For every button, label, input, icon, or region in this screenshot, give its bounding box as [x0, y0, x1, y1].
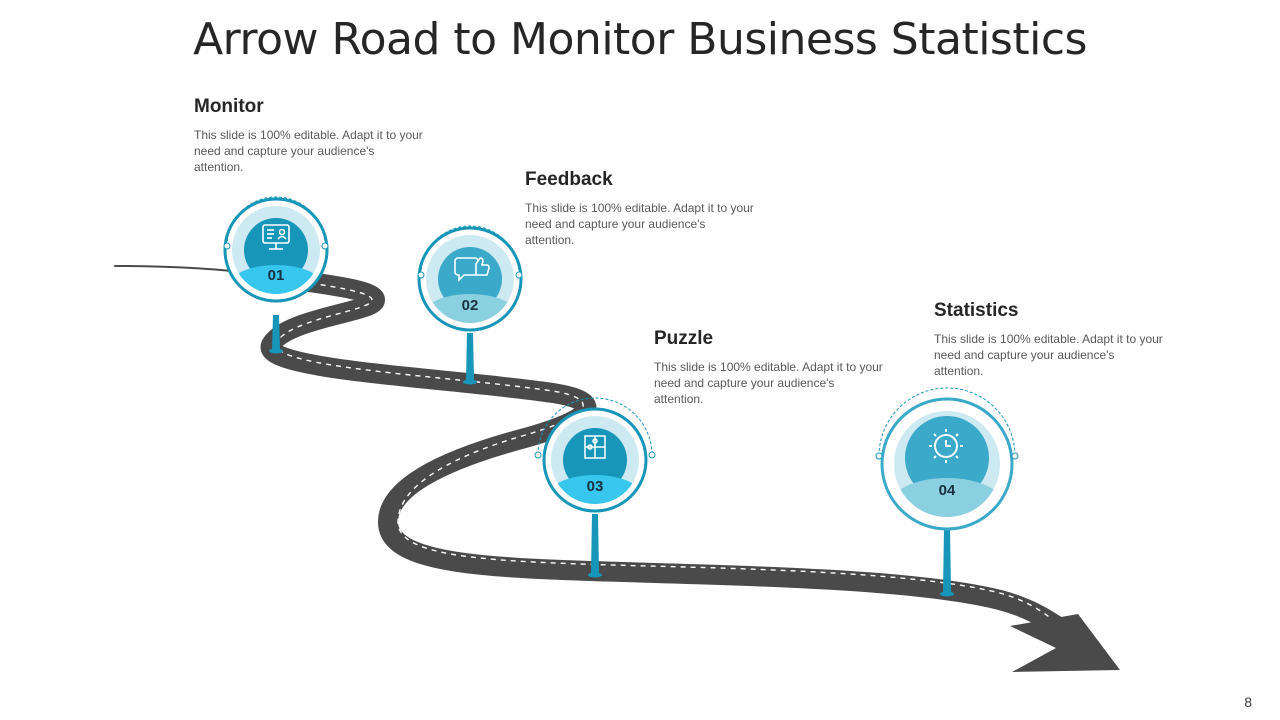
page-number: 8: [1244, 694, 1252, 710]
step-number-2: 02: [462, 297, 479, 314]
step-pin-3: 03: [534, 397, 656, 578]
thumbs-up-chat-icon: [454, 257, 490, 282]
step-heading-4: Statistics: [934, 300, 1019, 321]
road-path: [260, 267, 1070, 638]
step-heading-2: Feedback: [525, 169, 613, 190]
step-text-block-1: Monitor This slide is 100% editable. Ada…: [194, 96, 424, 175]
step-number-4: 04: [939, 482, 956, 499]
step-text-block-4: Statistics This slide is 100% editable. …: [934, 300, 1164, 379]
step-description-1: This slide is 100% editable. Adapt it to…: [194, 128, 423, 174]
step-pin-2: 02: [417, 225, 523, 385]
step-pin-1: 01: [223, 196, 329, 354]
step-heading-1: Monitor: [194, 96, 264, 117]
step-number-1: 01: [268, 267, 285, 284]
step-pin-4: 04: [875, 387, 1019, 597]
monitor-presentation-icon: [262, 224, 290, 250]
road-arrow-head: [1010, 614, 1120, 672]
puzzle-icon: [584, 435, 606, 459]
step-description-3: This slide is 100% editable. Adapt it to…: [654, 360, 883, 406]
step-text-block-3: Puzzle This slide is 100% editable. Adap…: [654, 328, 884, 407]
step-heading-3: Puzzle: [654, 328, 714, 349]
step-description-4: This slide is 100% editable. Adapt it to…: [934, 332, 1163, 378]
slide-title: Arrow Road to Monitor Business Statistic…: [193, 14, 1087, 65]
step-number-3: 03: [587, 478, 604, 495]
step-text-block-2: Feedback This slide is 100% editable. Ad…: [525, 169, 755, 248]
step-description-2: This slide is 100% editable. Adapt it to…: [525, 201, 754, 247]
gear-pie-chart-icon: [929, 429, 963, 463]
